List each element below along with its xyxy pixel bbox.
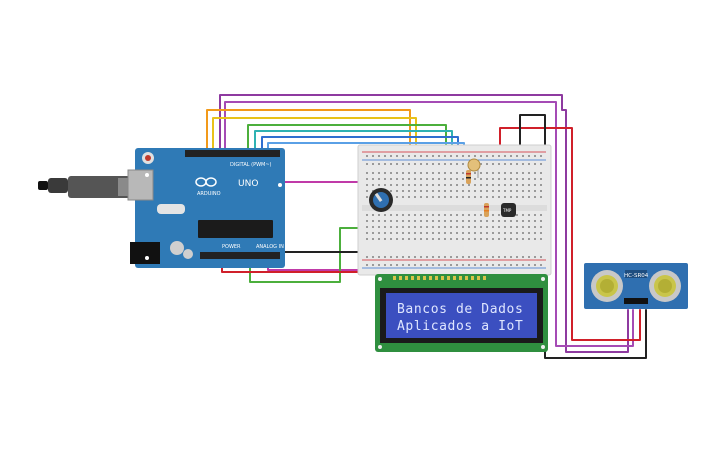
resistor-1[interactable]	[466, 170, 471, 184]
photoresistor-icon[interactable]	[467, 158, 481, 178]
ultrasonic-sensor-icon[interactable]: HC-SR04	[584, 263, 688, 309]
arduino-uno-board[interactable]: UNO ARDUINO DIGITAL (PWM~) POWER ANALOG …	[127, 148, 285, 268]
arduino-analog-label: ANALOG IN	[256, 244, 284, 250]
breadboard-holes	[366, 155, 542, 266]
temp-sensor-label: TMP	[502, 208, 512, 213]
resistor-2[interactable]	[484, 203, 489, 217]
wire-purple-top[interactable]	[219, 94, 629, 353]
lcd-line-1: Bancos de Dados	[397, 302, 523, 317]
temperature-sensor-icon[interactable]: TMP	[501, 203, 516, 217]
arduino-brand-label: ARDUINO	[197, 191, 221, 197]
potentiometer-icon[interactable]	[369, 188, 393, 212]
wire-red-top[interactable]	[499, 127, 641, 341]
usb-cable-icon	[38, 176, 134, 198]
ultrasonic-model-label: HC-SR04	[624, 273, 649, 279]
lcd-line-2: Aplicados a IoT	[397, 319, 523, 334]
arduino-digital-label: DIGITAL (PWM~)	[230, 162, 272, 168]
arduino-logo-icon	[195, 177, 217, 187]
arduino-power-label: POWER	[222, 244, 241, 250]
lcd-pin-header	[393, 276, 486, 280]
arduino-model-label: UNO	[238, 179, 258, 189]
breadboard[interactable]	[357, 144, 552, 276]
lcd-display[interactable]: Bancos de Dados Aplicados a IoT	[375, 274, 548, 352]
